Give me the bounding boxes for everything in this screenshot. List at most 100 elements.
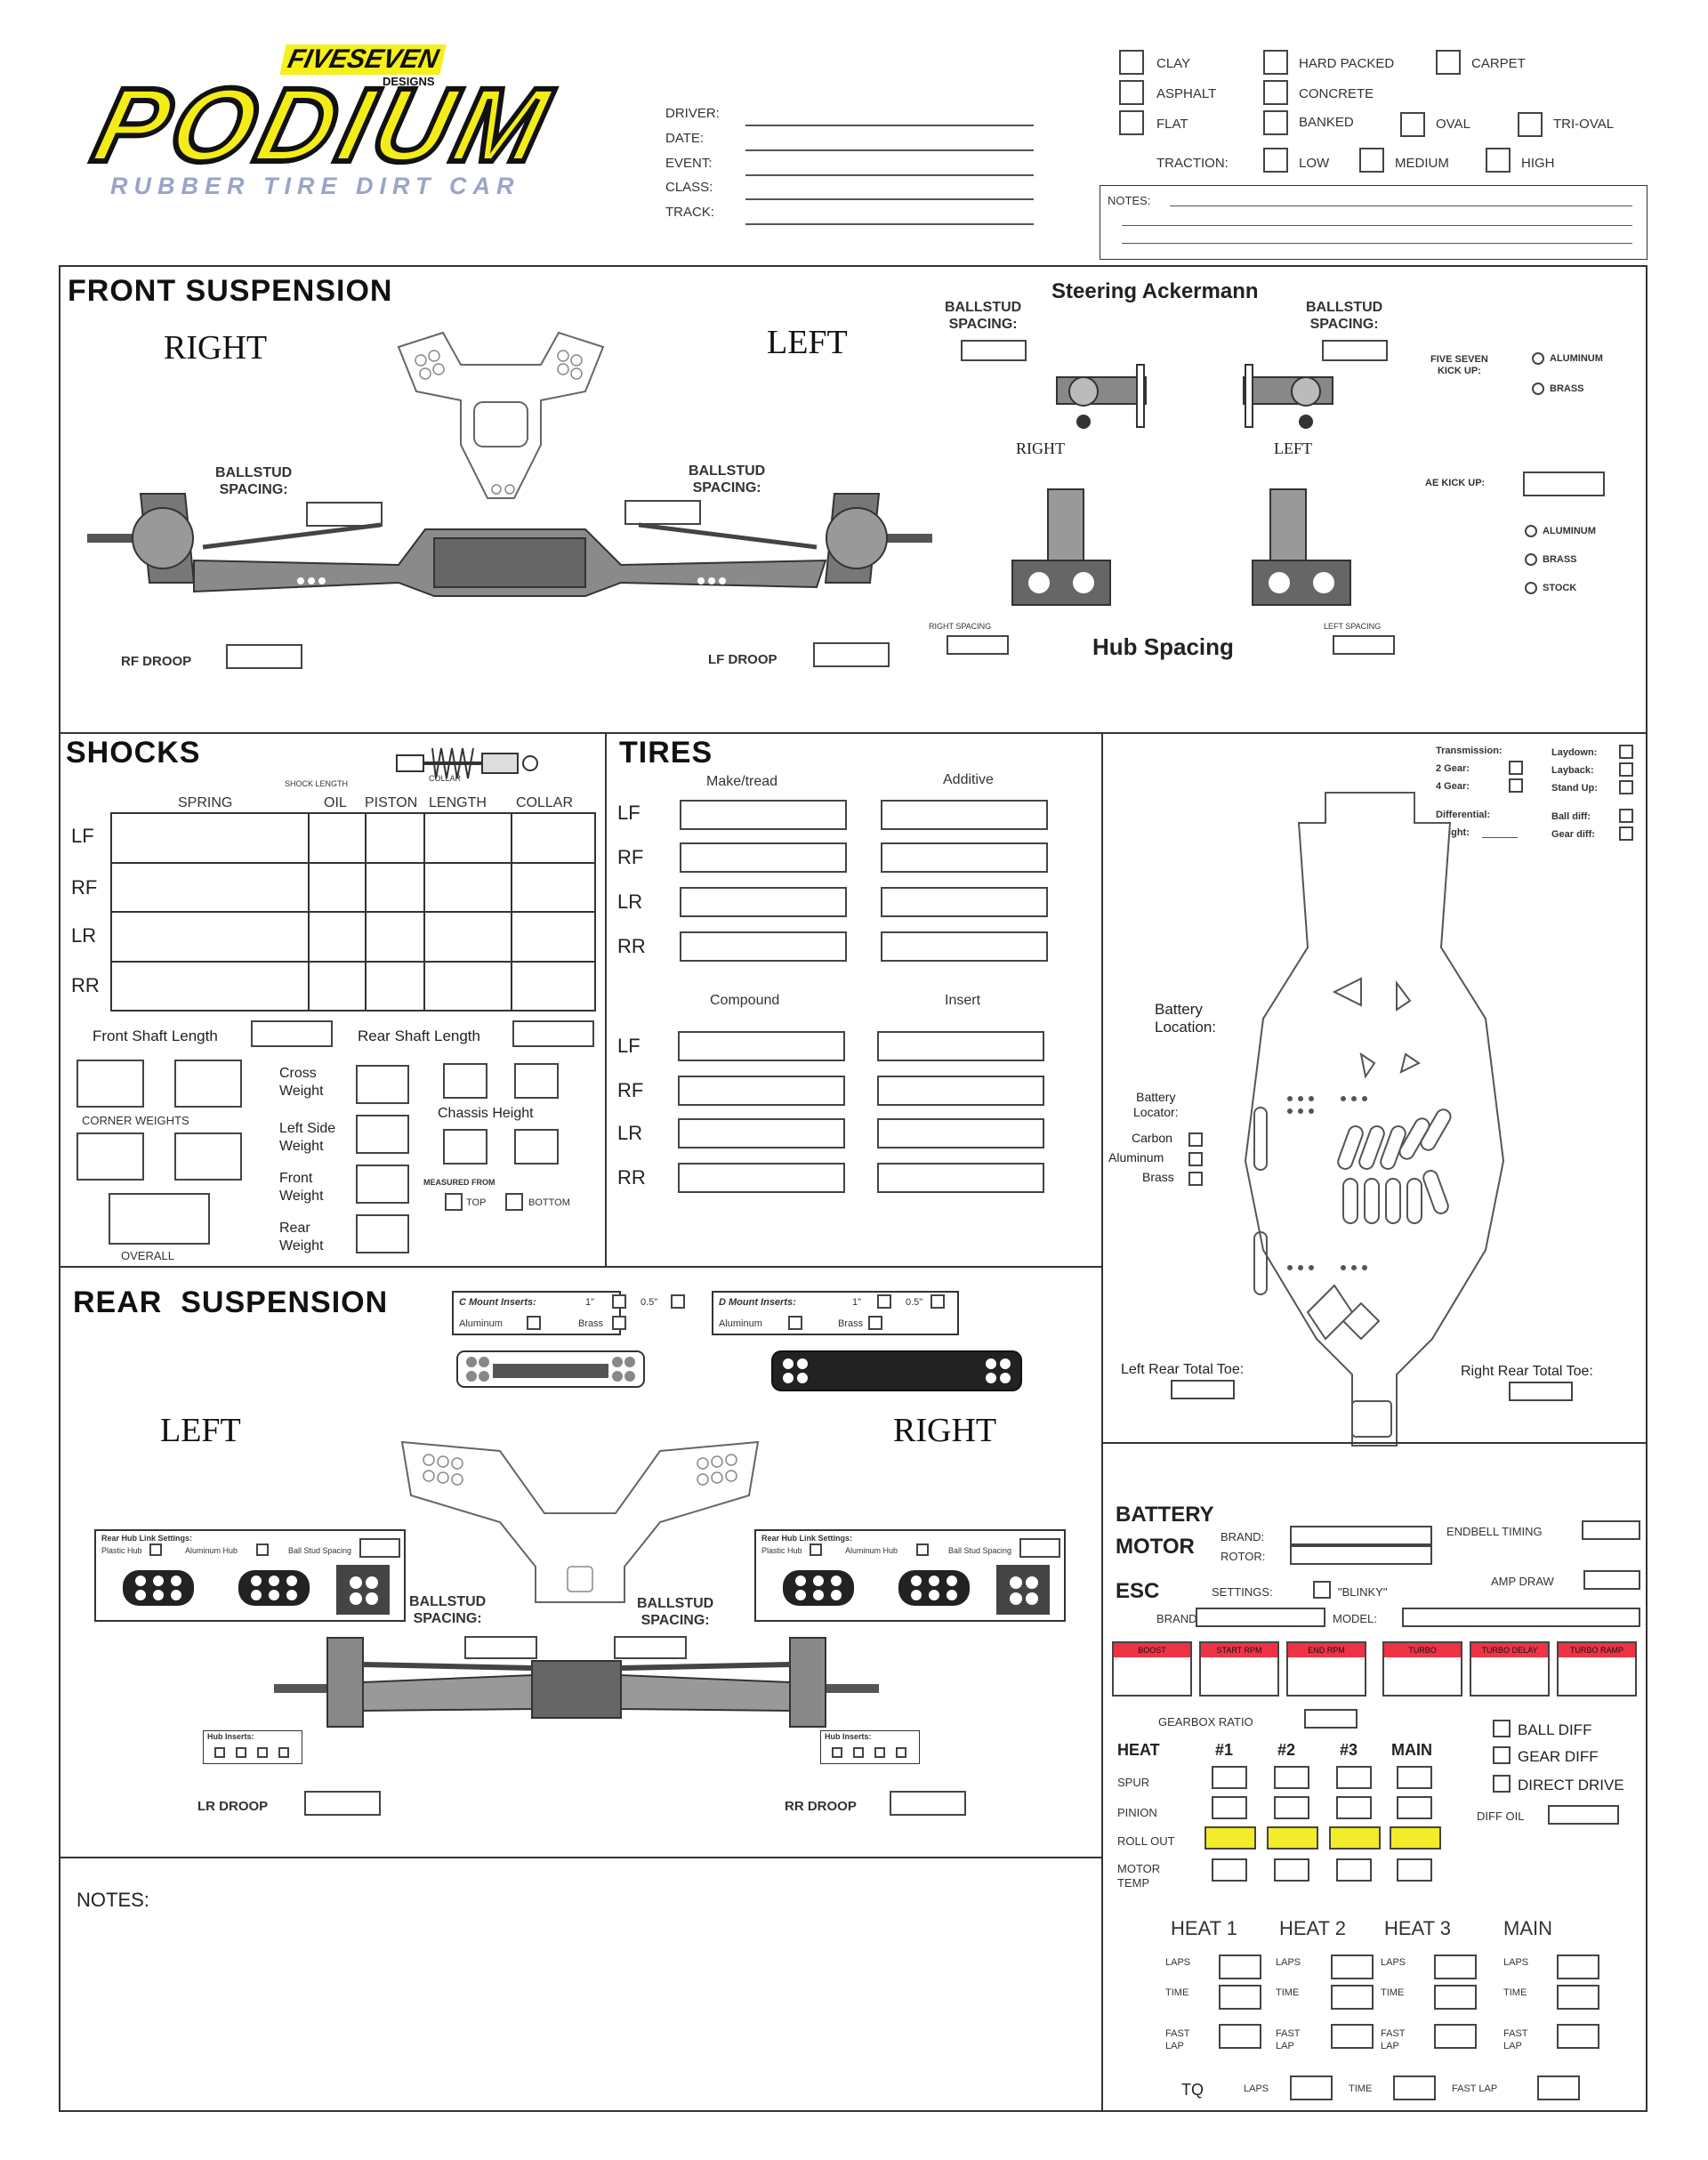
tq-time-input[interactable] (1393, 2075, 1436, 2100)
corner-weight-rf[interactable] (174, 1060, 242, 1108)
gear4-checkbox[interactable] (1509, 778, 1523, 793)
laydown-checkbox[interactable] (1619, 745, 1633, 759)
insert-rf[interactable] (877, 1076, 1044, 1106)
right-hub-insert-2[interactable] (853, 1747, 864, 1758)
pinion-main-input[interactable] (1397, 1796, 1432, 1819)
esc-brand-input[interactable] (1196, 1608, 1325, 1627)
piston-rf[interactable] (365, 861, 425, 913)
motor-temp-heat2-input[interactable] (1274, 1858, 1309, 1882)
ae-kickup-input[interactable] (1523, 471, 1605, 496)
corner-weight-rr[interactable] (174, 1132, 242, 1181)
ae-aluminum-radio[interactable] (1525, 525, 1537, 537)
rear-right-ballstud-input[interactable] (614, 1636, 687, 1659)
ae-brass-radio[interactable] (1525, 553, 1537, 566)
hard-packed-checkbox[interactable] (1263, 50, 1288, 75)
brass-checkbox[interactable] (1188, 1172, 1203, 1186)
stand-up-checkbox[interactable] (1619, 780, 1633, 794)
results-time-input-1[interactable] (1219, 1985, 1261, 2010)
insert-lr[interactable] (877, 1118, 1044, 1149)
piston-lr[interactable] (365, 911, 425, 963)
rollout-heat3-input[interactable] (1329, 1826, 1381, 1850)
length-lr[interactable] (423, 911, 512, 963)
esc-turbo-ramp-cell[interactable]: TURBO RAMP (1557, 1641, 1637, 1697)
spring-rr[interactable] (110, 960, 310, 1011)
left-hub-insert-3[interactable] (257, 1747, 268, 1758)
spring-lf[interactable] (110, 812, 310, 864)
make-tread-lf[interactable] (680, 800, 847, 830)
clay-checkbox[interactable] (1119, 50, 1144, 75)
concrete-checkbox[interactable] (1263, 80, 1288, 105)
diff-oil-input[interactable] (1548, 1805, 1619, 1825)
front-right-ballstud-input[interactable] (306, 502, 383, 527)
esc-boost-cell[interactable]: BOOST (1112, 1641, 1192, 1697)
oval-checkbox[interactable] (1400, 112, 1425, 137)
d-mount-brass-checkbox[interactable] (868, 1316, 882, 1330)
length-rf[interactable] (423, 861, 512, 913)
compound-lf[interactable] (678, 1031, 845, 1061)
results-laps-input-4[interactable] (1557, 1954, 1599, 1979)
make-tread-rr[interactable] (680, 931, 847, 962)
esc-turbo-delay-cell[interactable]: TURBO DELAY (1470, 1641, 1550, 1697)
measured-bottom-checkbox[interactable] (505, 1193, 523, 1211)
results-laps-input-3[interactable] (1434, 1954, 1477, 1979)
driver-field[interactable] (745, 125, 1034, 126)
chassis-height-lf[interactable] (443, 1063, 487, 1099)
c-mount-1in-checkbox[interactable] (612, 1294, 626, 1309)
esc-model-input[interactable] (1402, 1608, 1640, 1627)
right-rear-toe-input[interactable] (1509, 1382, 1573, 1401)
low-checkbox[interactable] (1263, 148, 1288, 173)
results-laps-input-2[interactable] (1331, 1954, 1374, 1979)
amp-draw-input[interactable] (1583, 1570, 1640, 1590)
piston-lf[interactable] (365, 812, 425, 864)
aluminum-checkbox[interactable] (1188, 1152, 1203, 1166)
compound-rr[interactable] (678, 1163, 845, 1193)
carbon-checkbox[interactable] (1188, 1132, 1203, 1147)
length-rr[interactable] (423, 960, 512, 1011)
spring-lr[interactable] (110, 911, 310, 963)
pinion-heat3-input[interactable] (1336, 1796, 1372, 1819)
rr-droop-input[interactable] (890, 1791, 966, 1816)
results-fast-input-4[interactable] (1557, 2024, 1599, 2049)
d-mount-1in-checkbox[interactable] (877, 1294, 891, 1309)
carpet-checkbox[interactable] (1436, 50, 1461, 75)
asphalt-checkbox[interactable] (1119, 80, 1144, 105)
left-plastic-hub-checkbox[interactable] (149, 1543, 162, 1556)
additive-lf[interactable] (881, 800, 1048, 830)
notes-section[interactable]: NOTES: (59, 1857, 1103, 2112)
banked-checkbox[interactable] (1263, 110, 1288, 135)
oil-rf[interactable] (308, 861, 367, 913)
lf-droop-input[interactable] (813, 642, 890, 667)
d-mount-aluminum-checkbox[interactable] (788, 1316, 802, 1330)
gear-diff-checkbox[interactable] (1619, 826, 1633, 841)
kickup-brass-radio[interactable] (1532, 383, 1544, 395)
tri-oval-checkbox[interactable] (1518, 112, 1543, 137)
insert-lf[interactable] (877, 1031, 1044, 1061)
front-weight-input[interactable] (356, 1165, 409, 1204)
results-fast-input-2[interactable] (1331, 2024, 1374, 2049)
make-tread-rf[interactable] (680, 842, 847, 873)
gear2-checkbox[interactable] (1509, 761, 1523, 775)
measured-top-checkbox[interactable] (445, 1193, 463, 1211)
left-aluminum-hub-checkbox[interactable] (256, 1543, 269, 1556)
ball-diff-option-checkbox[interactable] (1493, 1720, 1511, 1737)
blinky-checkbox[interactable] (1313, 1581, 1331, 1599)
insert-rr[interactable] (877, 1163, 1044, 1193)
date-field[interactable] (745, 149, 1034, 151)
c-mount-half-checkbox[interactable] (671, 1294, 685, 1309)
spur-heat1-input[interactable] (1212, 1766, 1247, 1789)
left-hub-insert-4[interactable] (278, 1747, 289, 1758)
c-mount-aluminum-checkbox[interactable] (527, 1316, 541, 1330)
layback-checkbox[interactable] (1619, 762, 1633, 777)
compound-rf[interactable] (678, 1076, 845, 1106)
right-hub-insert-3[interactable] (874, 1747, 885, 1758)
class-field[interactable] (745, 198, 1034, 200)
corner-weight-lr[interactable] (77, 1132, 144, 1181)
esc-turbo-cell[interactable]: TURBO (1382, 1641, 1462, 1697)
chassis-height-rr[interactable] (514, 1129, 559, 1165)
rollout-main-input[interactable] (1390, 1826, 1441, 1850)
right-hub-insert-4[interactable] (896, 1747, 906, 1758)
left-rear-toe-input[interactable] (1171, 1380, 1235, 1399)
endbell-timing-input[interactable] (1582, 1520, 1640, 1540)
corner-weight-lf[interactable] (77, 1060, 144, 1108)
pinion-heat2-input[interactable] (1274, 1796, 1309, 1819)
